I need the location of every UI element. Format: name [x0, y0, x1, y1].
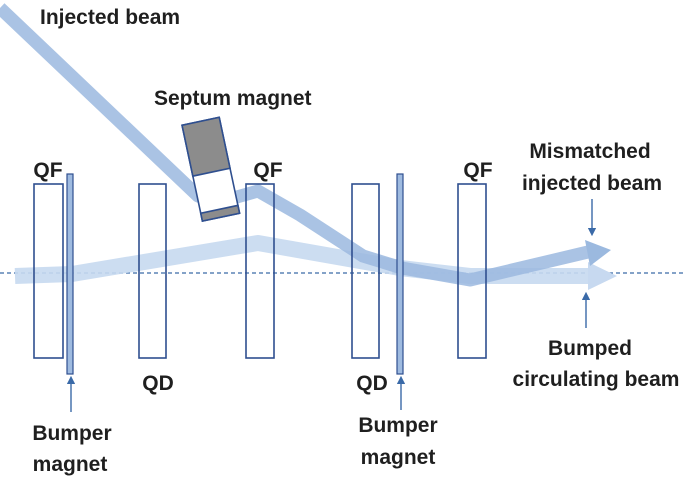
bumped-label-line1: Bumped	[548, 337, 632, 360]
injected-beam-label: Injected beam	[40, 6, 180, 29]
septum-magnet-lower-pole	[199, 204, 241, 223]
qd-magnet-1	[138, 183, 167, 359]
qf-label-3: QF	[463, 159, 492, 182]
qf-label-1: QF	[33, 159, 62, 182]
bumper-magnet-label-1-line1: Bumper	[32, 422, 111, 445]
septum-magnet	[181, 116, 241, 223]
bumper-magnet-label-2-line2: magnet	[361, 446, 436, 469]
circulating-beam-arrowhead	[588, 262, 617, 290]
qd-label-2: QD	[356, 372, 388, 395]
mismatched-label-line1: Mismatched	[529, 140, 650, 163]
septum-magnet-label: Septum magnet	[154, 87, 312, 110]
qf-label-2: QF	[253, 159, 282, 182]
bumper-magnet-2	[396, 173, 404, 375]
bumper-magnet-1	[66, 173, 74, 375]
mismatched-label-line2: injected beam	[522, 172, 662, 195]
bumper-magnet-label-2-line1: Bumper	[358, 414, 437, 437]
qf-magnet-2	[245, 183, 275, 359]
qd-label-1: QD	[142, 372, 174, 395]
bumped-label-line2: circulating beam	[513, 368, 680, 391]
injected-beam-path	[0, 3, 590, 287]
qf-magnet-1	[33, 183, 64, 359]
septum-magnet-upper-pole	[181, 116, 231, 178]
qf-magnet-3	[457, 183, 487, 359]
qd-magnet-2	[351, 183, 380, 359]
injected-beam-arrowhead	[585, 240, 611, 266]
bumper-magnet-label-1-line2: magnet	[33, 453, 108, 476]
